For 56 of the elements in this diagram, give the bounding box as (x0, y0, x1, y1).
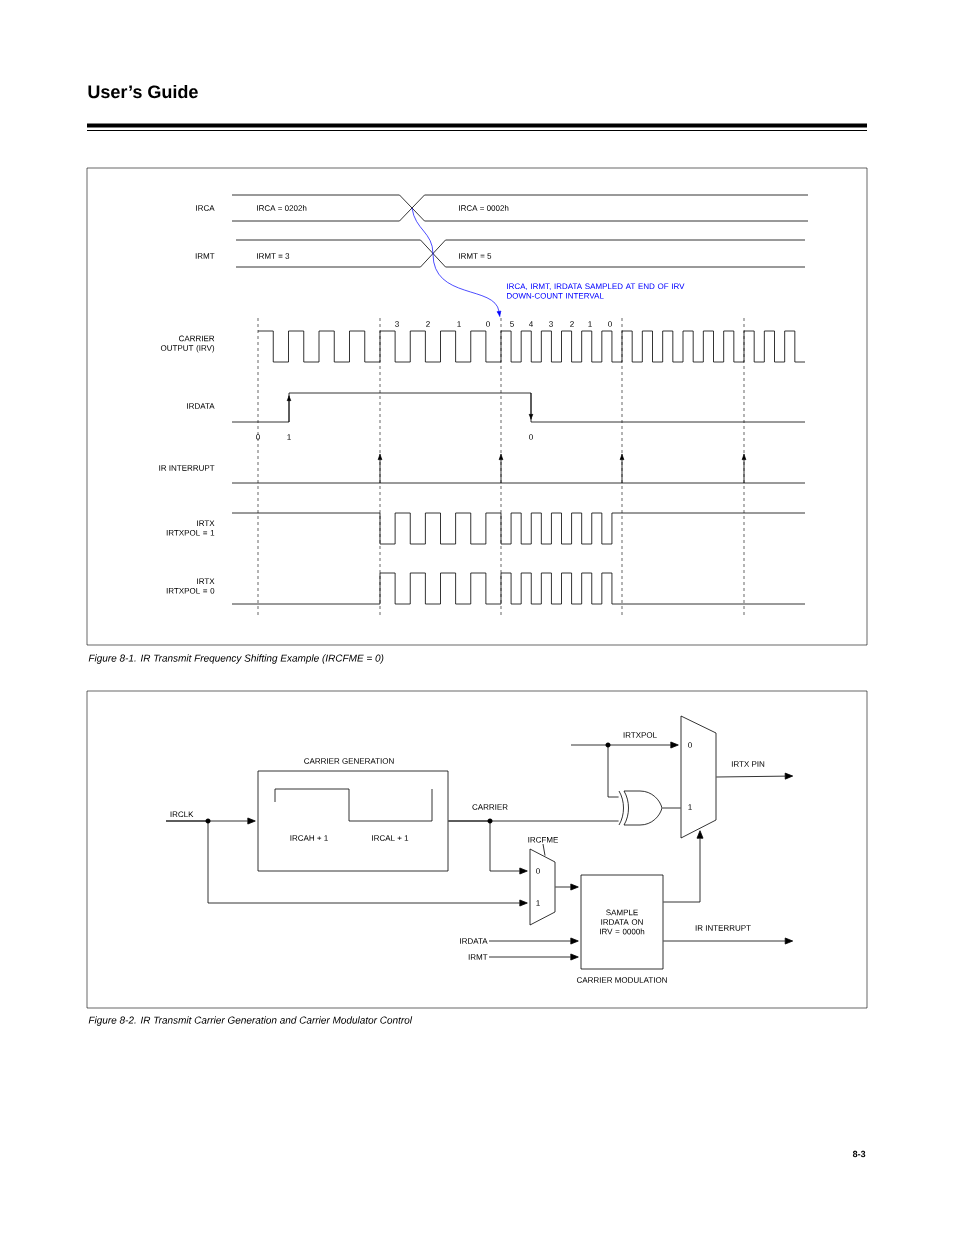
multiplexer: 0 1 (680, 715, 717, 839)
signal-label: IRDATA (187, 403, 215, 409)
edge-label: IRTXPOL (621, 731, 659, 739)
count-label: 3 (395, 321, 399, 327)
count-label: 5 (510, 321, 514, 327)
connector (448, 818, 528, 875)
edge-label: IR INTERRUPT (694, 924, 752, 932)
connector (607, 744, 619, 798)
signal-label: IRMT = 3 (257, 253, 290, 259)
signal-label: IRCA (196, 205, 215, 211)
signal-label: IRCA = 0002h (459, 205, 509, 211)
signal-label: IRCA = 0202h (257, 205, 307, 211)
connector (488, 937, 579, 945)
connector (542, 843, 546, 856)
count-label: 2 (426, 321, 430, 327)
figure-caption: Figure 8-1. IR Transmit Frequency Shifting Example (IRCFME = 0) (88, 654, 384, 664)
edge-label: CARRIER (471, 803, 509, 811)
signal-label: 0 (256, 434, 260, 440)
node-label: CARRIER GENERATION (304, 758, 394, 764)
input-label: IRCFME (528, 836, 558, 843)
connector (555, 883, 579, 891)
signal-label: IRMT (195, 253, 215, 259)
connector (488, 953, 579, 961)
connector (165, 818, 528, 907)
signal-label: 0 (529, 434, 533, 440)
figure-caption: Figure 8-2. IR Transmit Carrier Generation and Carrier Modulator Control (88, 1016, 413, 1026)
count-label: 3 (549, 321, 553, 327)
connector (663, 937, 794, 945)
signal-label: IR INTERRUPT (159, 465, 215, 471)
carrier-generation-box: CARRIER GENERATION IRCAH + 1 IRCAL + 1 (257, 758, 449, 872)
edge-label: IRTX PIN (730, 760, 766, 768)
connector (662, 807, 681, 809)
node-label: CARRIER MODULATION (576, 977, 667, 983)
carrier-modulation-box: SAMPLE IRDATA ON IRV = 0000h CARRIER MODULATION (576, 874, 667, 983)
count-label: 1 (457, 321, 461, 327)
count-label: 2 (570, 321, 574, 327)
signal-label: IRMT = 5 (459, 253, 492, 259)
count-label: 0 (608, 321, 612, 327)
count-label: 4 (528, 321, 533, 327)
multiplexer: 0 1 (529, 848, 556, 926)
count-label: 1 (588, 321, 592, 327)
signal-label: 1 (287, 434, 291, 440)
connector (663, 830, 704, 903)
xor-gate (618, 790, 663, 826)
signal-label: CARRIER OUTPUT (IRV) (160, 335, 215, 353)
count-label: 0 (486, 321, 490, 327)
input-label: IRDATA (460, 938, 488, 944)
input-label: IRMT (468, 954, 488, 960)
signal-label: IRTX IRTXPOL = 0 (166, 578, 215, 594)
page-title: User’s Guide (88, 84, 198, 99)
connector (570, 741, 679, 749)
connector (716, 772, 794, 780)
input-label: IRCLK (170, 811, 194, 818)
annotation-text: IRCA, IRMT, IRDATA SAMPLED AT END OF IRV DOWN-COUNT INTERVAL (507, 283, 685, 299)
signal-label: IRTX IRTXPOL = 1 (166, 520, 215, 536)
page-number: 8-3 (852, 1150, 866, 1158)
